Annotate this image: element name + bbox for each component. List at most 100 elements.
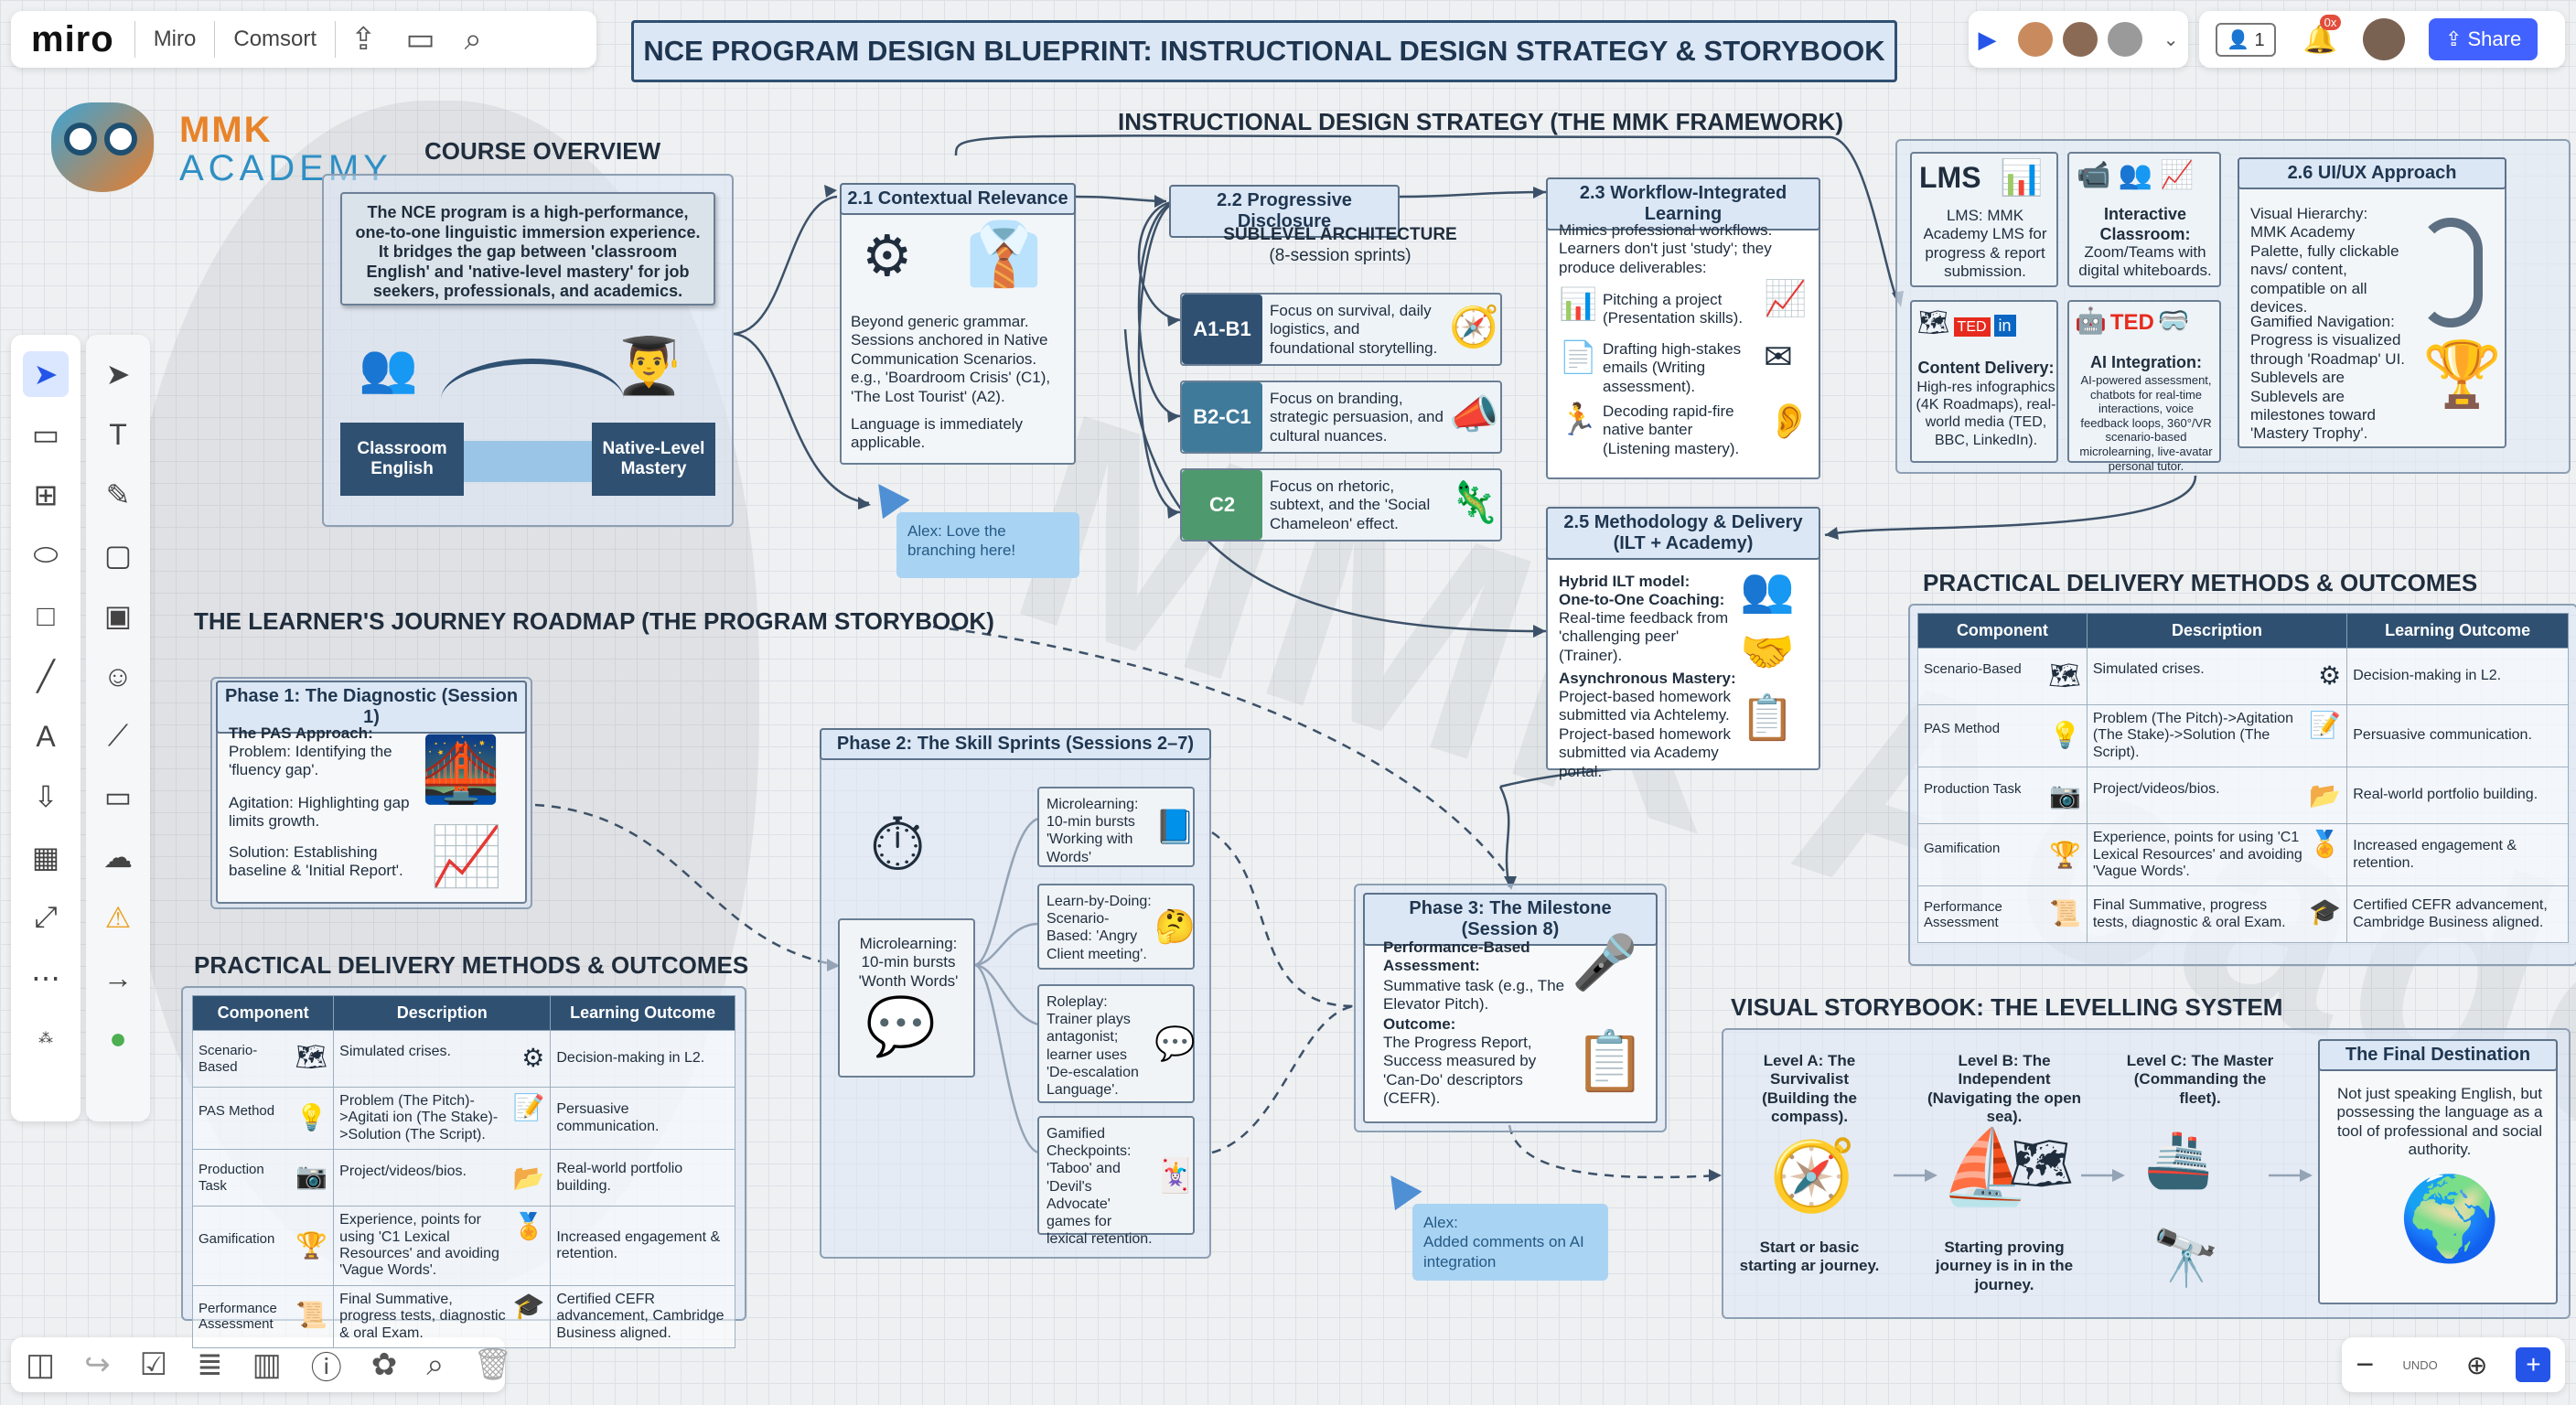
line-tool-icon[interactable]: ╱ xyxy=(37,660,55,692)
table-cell-text: PAS Method xyxy=(1924,721,2001,737)
sidebar-icon[interactable]: ◫ xyxy=(26,1347,56,1382)
book-icon[interactable]: ▥ xyxy=(252,1347,282,1382)
warning-icon[interactable]: ⚠ xyxy=(104,901,132,934)
status-dot-icon[interactable]: ● xyxy=(109,1021,127,1055)
frame-tool-icon[interactable]: ▭ xyxy=(31,418,60,451)
table-cell-text: Gamification xyxy=(199,1230,275,1247)
emoji-icon[interactable]: ☺ xyxy=(102,659,134,692)
redo-icon[interactable]: ↪ xyxy=(84,1347,111,1382)
table-row[interactable]: 💡PAS Method📝Problem (The Pitch)->Agitati… xyxy=(191,1086,735,1151)
final-destination-card[interactable]: The Final Destination Not just speaking … xyxy=(2318,1039,2558,1304)
table-row[interactable]: 🏆Gamification🏅Experience, points for usi… xyxy=(191,1206,735,1286)
sticky-note-icon[interactable]: ▢ xyxy=(103,539,133,572)
apps-icon[interactable]: ⁂ xyxy=(38,1031,53,1046)
comment-bubble-2[interactable]: Alex: Added comments on AI integration xyxy=(1412,1204,1608,1281)
more-icon[interactable]: ⋯ xyxy=(31,961,60,994)
table-row[interactable]: 🏆Gamification🏅Experience, points for usi… xyxy=(1917,823,2569,887)
table-row[interactable]: 💡PAS Method📝Problem (The Pitch)->Agitati… xyxy=(1917,703,2569,768)
coaching-icon: 👥 xyxy=(1740,566,1795,615)
phase2-item-card[interactable]: Microlearning: 10-min bursts 'Working wi… xyxy=(1037,787,1196,867)
methodology-p4: Asynchronous Mastery: xyxy=(1559,670,1736,687)
table-cell: Certified CEFR advancement, Cambridge Bu… xyxy=(2346,885,2569,944)
calendar-icon[interactable]: ▦ xyxy=(31,841,60,874)
export-icon[interactable]: ▭ xyxy=(405,22,435,57)
phase3-card[interactable]: Phase 3: The Milestone (Session 8) Perfo… xyxy=(1363,893,1658,1123)
table-row[interactable]: 📜Performance Assessment🎓Final Summative,… xyxy=(191,1284,735,1348)
board-name[interactable]: Miro xyxy=(153,27,197,51)
phase2-item-card[interactable]: Gamified Checkpoints: 'Taboo' and 'Devil… xyxy=(1037,1116,1196,1247)
shape-tool-icon[interactable]: □ xyxy=(37,598,55,632)
upload-icon[interactable]: ⇪ xyxy=(350,22,377,57)
chevron-down-icon[interactable]: ⌄ xyxy=(2163,29,2179,50)
ai-integration-text: AI-powered assessment, chatbots for real… xyxy=(2079,373,2213,473)
avatar[interactable] xyxy=(2015,20,2055,59)
pointer-icon[interactable]: ➤ xyxy=(105,358,131,391)
table-row[interactable]: 📷Production Task📂Project/videos/bios.Rea… xyxy=(191,1149,735,1207)
user-avatar[interactable] xyxy=(2362,18,2405,60)
info-icon[interactable]: ⓘ xyxy=(310,1350,342,1386)
text-icon[interactable]: T xyxy=(109,417,127,451)
content-delivery-text: High-res infographics (4K Roadmaps), rea… xyxy=(1916,380,2056,448)
phase1-card[interactable]: Phase 1: The Diagnostic (Session 1) The … xyxy=(216,681,527,904)
interactive-classroom-card[interactable]: 📹 👥 📈 Interactive Classroom: Zoom/Teams … xyxy=(2067,152,2221,287)
progressive-disclosure-title[interactable]: 2.2 Progressive Disclosure xyxy=(1169,185,1400,238)
members-button[interactable]: 👤 1 xyxy=(2216,22,2276,57)
arrow-icon[interactable]: → xyxy=(103,960,133,994)
expand-icon[interactable]: ⤢ xyxy=(34,900,58,933)
zoom-in-icon[interactable]: ⊕ xyxy=(2465,1350,2488,1379)
avatar[interactable] xyxy=(2060,20,2099,59)
sublevel-architecture-heading: SUBLEVEL ARCHITECTURE xyxy=(1223,225,1457,244)
ai-integration-card[interactable]: 🤖TED🥽 AI Integration: AI-powered assessm… xyxy=(2067,300,2221,473)
uiux-approach-card[interactable]: 2.6 UI/UX Approach Visual Hierarchy: MMK… xyxy=(2238,157,2506,448)
sticky-shape-icon[interactable]: ⬭ xyxy=(33,538,59,571)
table-header-cell: Learning Outcome xyxy=(550,995,735,1031)
table-row[interactable]: 📷Production Task📂Project/videos/bios.Rea… xyxy=(1917,767,2569,825)
brush-icon[interactable]: ⟋ xyxy=(107,719,129,752)
table-row[interactable]: 🗺Scenario-Based⚙Simulated crises.Decisio… xyxy=(191,1030,735,1088)
play-icon[interactable]: ▶ xyxy=(1978,25,1997,53)
card-icon[interactable]: ▭ xyxy=(103,780,133,813)
templates-icon[interactable]: ⊞ xyxy=(33,478,59,511)
phase2-center-card[interactable]: Microlearning: 10-min bursts 'Wonth Word… xyxy=(838,918,975,1078)
table-row[interactable]: 🗺Scenario-Based⚙Simulated crises.Decisio… xyxy=(1917,648,2569,705)
org-name[interactable]: Comsort xyxy=(233,27,317,51)
course-overview-text-box[interactable]: The NCE program is a high-performance, o… xyxy=(340,192,715,306)
notes-icon[interactable]: ≣ xyxy=(197,1347,223,1382)
palette-icon[interactable]: ✿ xyxy=(370,1347,398,1382)
avatar[interactable] xyxy=(2105,20,2144,59)
zoom-out-button[interactable]: − xyxy=(2356,1346,2375,1382)
undo-label[interactable]: UNDO xyxy=(2402,1357,2438,1372)
brand-logo[interactable]: MMK ACADEMY xyxy=(51,102,388,203)
pen-icon[interactable]: ✎ xyxy=(105,478,131,511)
add-button[interactable]: + xyxy=(2516,1347,2551,1382)
phase2-item-card[interactable]: Roleplay: Trainer plays antagonist; lear… xyxy=(1037,984,1196,1103)
contextual-relevance-card[interactable]: 2.1 Contextual Relevance ⚙ 👔 Beyond gene… xyxy=(840,183,1076,465)
cloud-icon[interactable]: ☁ xyxy=(103,841,133,874)
share-button[interactable]: ⇪ Share xyxy=(2428,18,2538,60)
text-tool-icon[interactable]: A xyxy=(36,719,56,753)
upload-tool-icon[interactable]: ⇩ xyxy=(33,780,59,813)
board-title-box[interactable]: NCE PROGRAM DESIGN BLUEPRINT: INSTRUCTIO… xyxy=(631,20,1897,82)
miro-logo[interactable]: miro xyxy=(31,18,114,59)
methodology-delivery-card[interactable]: 2.5 Methodology & Delivery (ILT + Academ… xyxy=(1546,507,1820,780)
phase2-item-card[interactable]: Learn-by-Doing: Scenario-Based: 'Angry C… xyxy=(1037,884,1196,970)
checklist-icon[interactable]: ☑ xyxy=(139,1347,168,1382)
select-tool-icon[interactable]: ➤ xyxy=(23,351,69,397)
zoom-search-icon[interactable]: ⌕ xyxy=(426,1346,445,1382)
workflow-item-3: Decoding rapid-fire native banter (Liste… xyxy=(1603,402,1740,457)
workflow-integrated-card[interactable]: 2.3 Workflow-Integrated Learning Mimics … xyxy=(1546,177,1820,479)
table-row[interactable]: 📜Performance Assessment🎓Final Summative,… xyxy=(1917,885,2569,944)
lms-card[interactable]: LMS 📊 LMS: MMK Academy LMS for progress … xyxy=(1910,152,2058,287)
image-icon[interactable]: ▣ xyxy=(103,599,133,632)
comment-bubble-1[interactable]: Alex: Love the branching here! xyxy=(896,512,1079,578)
trash-icon[interactable]: 🗑 xyxy=(473,1347,513,1382)
search-icon[interactable]: ⌕ xyxy=(464,21,482,57)
bell-icon[interactable]: 🔔0x xyxy=(2303,14,2342,56)
